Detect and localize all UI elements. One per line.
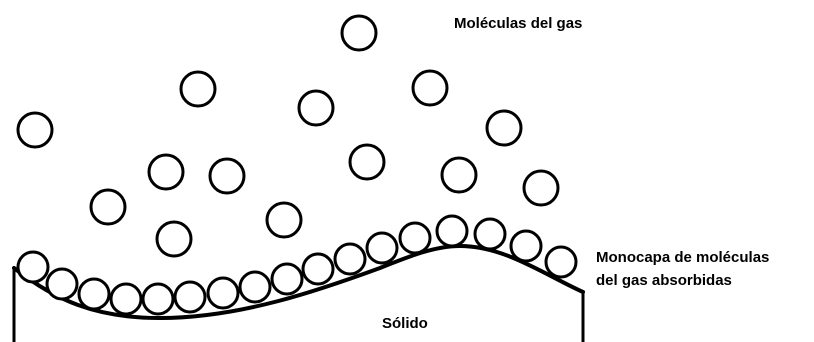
- solid-label: Sólido: [382, 315, 428, 332]
- adsorbed-molecule: [475, 219, 505, 249]
- gas-molecule: [299, 91, 333, 125]
- gas-molecule: [157, 222, 191, 256]
- monolayer-label-line2: del gas absorbidas: [596, 272, 732, 289]
- gas-molecule: [342, 16, 376, 50]
- adsorbed-molecule: [335, 244, 365, 274]
- adsorbed-molecule: [47, 269, 77, 299]
- adsorbed-molecule: [511, 231, 541, 261]
- gas-molecule: [487, 111, 521, 145]
- gas-molecule: [267, 203, 301, 237]
- adsorbed-molecule: [111, 284, 141, 314]
- adsorbed-molecule: [367, 233, 397, 263]
- gas-molecules-group: [18, 16, 558, 256]
- gas-molecule: [350, 145, 384, 179]
- adsorbed-molecule: [79, 279, 109, 309]
- adsorbed-molecule: [400, 223, 430, 253]
- monolayer-label-line1: Monocapa de moléculas: [596, 249, 769, 266]
- gas-molecule: [91, 190, 125, 224]
- adsorbed-molecule: [208, 278, 238, 308]
- gas-molecule: [149, 155, 183, 189]
- adsorbed-molecule: [437, 216, 467, 246]
- adsorbed-molecule: [546, 247, 576, 277]
- adsorbed-molecule: [272, 264, 302, 294]
- gas-molecule: [442, 158, 476, 192]
- adsorbed-molecule: [143, 284, 173, 314]
- adsorbed-molecule: [175, 282, 205, 312]
- gas-molecule: [181, 72, 215, 106]
- gas-molecule: [210, 159, 244, 193]
- adsorbed-molecule: [240, 272, 270, 302]
- gas-molecule: [18, 113, 52, 147]
- gas-molecule: [524, 171, 558, 205]
- adsorbed-molecule: [303, 254, 333, 284]
- gas-molecule: [413, 71, 447, 105]
- gas-molecules-label: Moléculas del gas: [454, 15, 582, 32]
- adsorbed-molecule: [18, 252, 48, 282]
